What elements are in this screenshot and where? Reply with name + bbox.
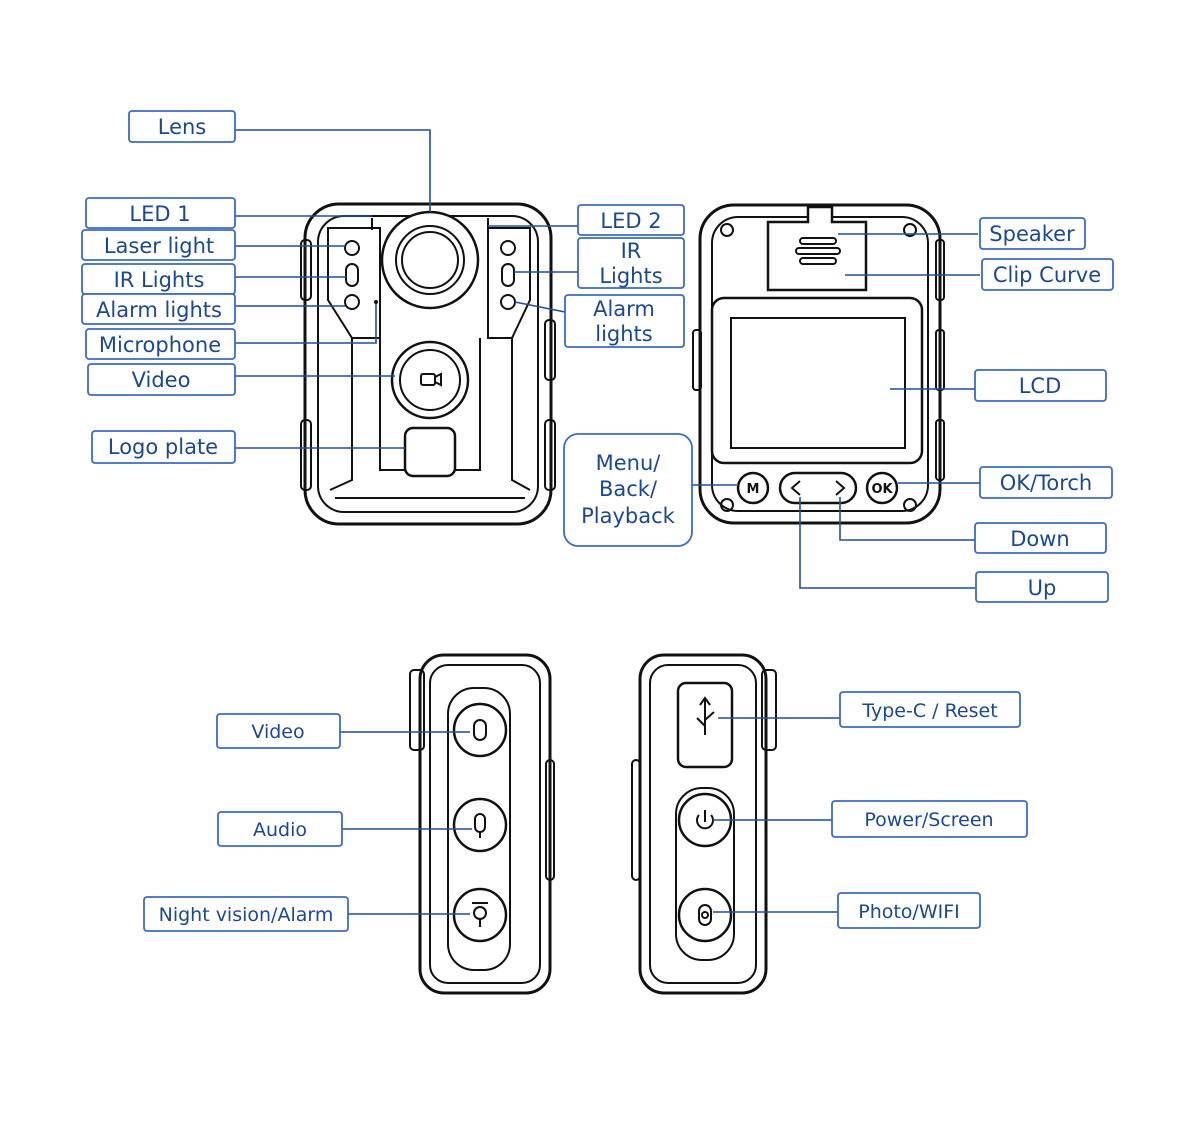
callout-alarm-lights-left: Alarm lights (81, 293, 236, 325)
callout-down: Down (974, 522, 1107, 554)
callout-ok-torch: OK/Torch (979, 466, 1113, 499)
svg-text:Logo plate: Logo plate (108, 435, 218, 459)
svg-text:Back/: Back/ (599, 477, 658, 501)
callout-photo-wifi: Photo/WIFI (837, 892, 981, 929)
ir-light-right-icon (501, 263, 515, 287)
callout-video-side: Video (216, 713, 341, 749)
svg-text:Type-C / Reset: Type-C / Reset (861, 700, 997, 722)
svg-text:Microphone: Microphone (99, 333, 221, 357)
back-leader-lines (692, 233, 980, 589)
svg-text:Video: Video (132, 368, 191, 392)
callout-ir-lights-right: IR Lights (577, 237, 685, 289)
callout-ir-lights-left: IR Lights (81, 263, 236, 295)
svg-text:Up: Up (1028, 576, 1057, 600)
callout-alarm-lights-right: Alarm lights (564, 294, 685, 348)
up-down-rocker-icon (778, 471, 858, 505)
svg-text:OK/Torch: OK/Torch (1000, 471, 1093, 495)
svg-text:Speaker: Speaker (989, 222, 1075, 246)
laser-light-icon (344, 240, 360, 256)
right-side-leader-lines (713, 717, 840, 913)
svg-text:Audio: Audio (253, 819, 307, 841)
callout-power-screen: Power/Screen (831, 800, 1028, 838)
svg-text:Night vision/Alarm: Night vision/Alarm (159, 904, 334, 926)
callout-audio: Audio (217, 811, 343, 847)
front-view-camera (300, 202, 556, 526)
svg-text:Lens: Lens (158, 115, 207, 139)
svg-text:Video: Video (251, 721, 304, 743)
callout-night-vision-alarm: Night vision/Alarm (143, 896, 349, 932)
usb-type-c-port-icon (676, 681, 734, 769)
svg-text:LCD: LCD (1019, 374, 1062, 398)
night-vision-button-icon (452, 887, 508, 943)
callout-logo-plate: Logo plate (91, 430, 236, 464)
svg-text:Alarm: Alarm (593, 297, 655, 321)
menu-button-icon: M (736, 471, 770, 505)
video-side-button-icon (452, 702, 508, 758)
callout-speaker: Speaker (979, 217, 1086, 250)
callout-led2: LED 2 (577, 204, 685, 236)
video-button-icon (390, 340, 470, 420)
svg-text:LED 1: LED 1 (129, 202, 190, 226)
left-side-view-camera (409, 653, 555, 995)
photo-wifi-button-icon (677, 887, 733, 943)
ir-light-left-icon (345, 263, 359, 287)
callout-lcd: LCD (974, 369, 1107, 402)
callout-menu-back-playback: Menu/ Back/ Playback (563, 433, 693, 547)
lens-icon (380, 210, 480, 310)
callout-led1: LED 1 (85, 197, 236, 229)
ok-torch-button-icon: OK (865, 471, 899, 505)
callout-type-c-reset: Type-C / Reset (839, 691, 1021, 728)
svg-text:M: M (747, 482, 760, 497)
svg-text:Lights: Lights (599, 264, 662, 288)
callout-video-front: Video (87, 363, 236, 396)
callout-laser-light: Laser light (81, 229, 236, 261)
svg-text:Alarm lights: Alarm lights (96, 298, 222, 322)
callout-up: Up (975, 571, 1109, 603)
svg-text:Playback: Playback (581, 504, 676, 528)
svg-text:IR: IR (621, 239, 642, 263)
svg-text:lights: lights (595, 322, 652, 346)
svg-text:LED 2: LED 2 (600, 209, 661, 233)
left-side-leader-lines (340, 731, 472, 915)
back-view-camera: M OK (692, 203, 945, 525)
power-button-icon (677, 792, 733, 848)
svg-text:Photo/WIFI: Photo/WIFI (858, 901, 960, 923)
svg-text:OK: OK (871, 482, 893, 497)
microphone-icon (374, 300, 378, 304)
front-leader-lines (235, 129, 578, 449)
svg-text:Down: Down (1010, 527, 1070, 551)
lcd-screen-icon (710, 296, 924, 465)
clip-icon (766, 205, 868, 292)
svg-text:IR Lights: IR Lights (114, 268, 205, 292)
audio-side-button-icon (452, 797, 508, 853)
callout-clip-curve: Clip Curve (981, 258, 1114, 291)
svg-text:Power/Screen: Power/Screen (864, 809, 993, 831)
right-side-view-camera (631, 653, 777, 995)
callout-microphone: Microphone (85, 328, 236, 360)
svg-text:Laser light: Laser light (104, 234, 214, 258)
alarm-light-left-icon (344, 294, 360, 310)
callout-lens: Lens (128, 110, 236, 143)
logo-plate-icon (403, 426, 457, 478)
svg-text:Menu/: Menu/ (596, 451, 662, 475)
svg-text:Clip Curve: Clip Curve (993, 263, 1101, 287)
